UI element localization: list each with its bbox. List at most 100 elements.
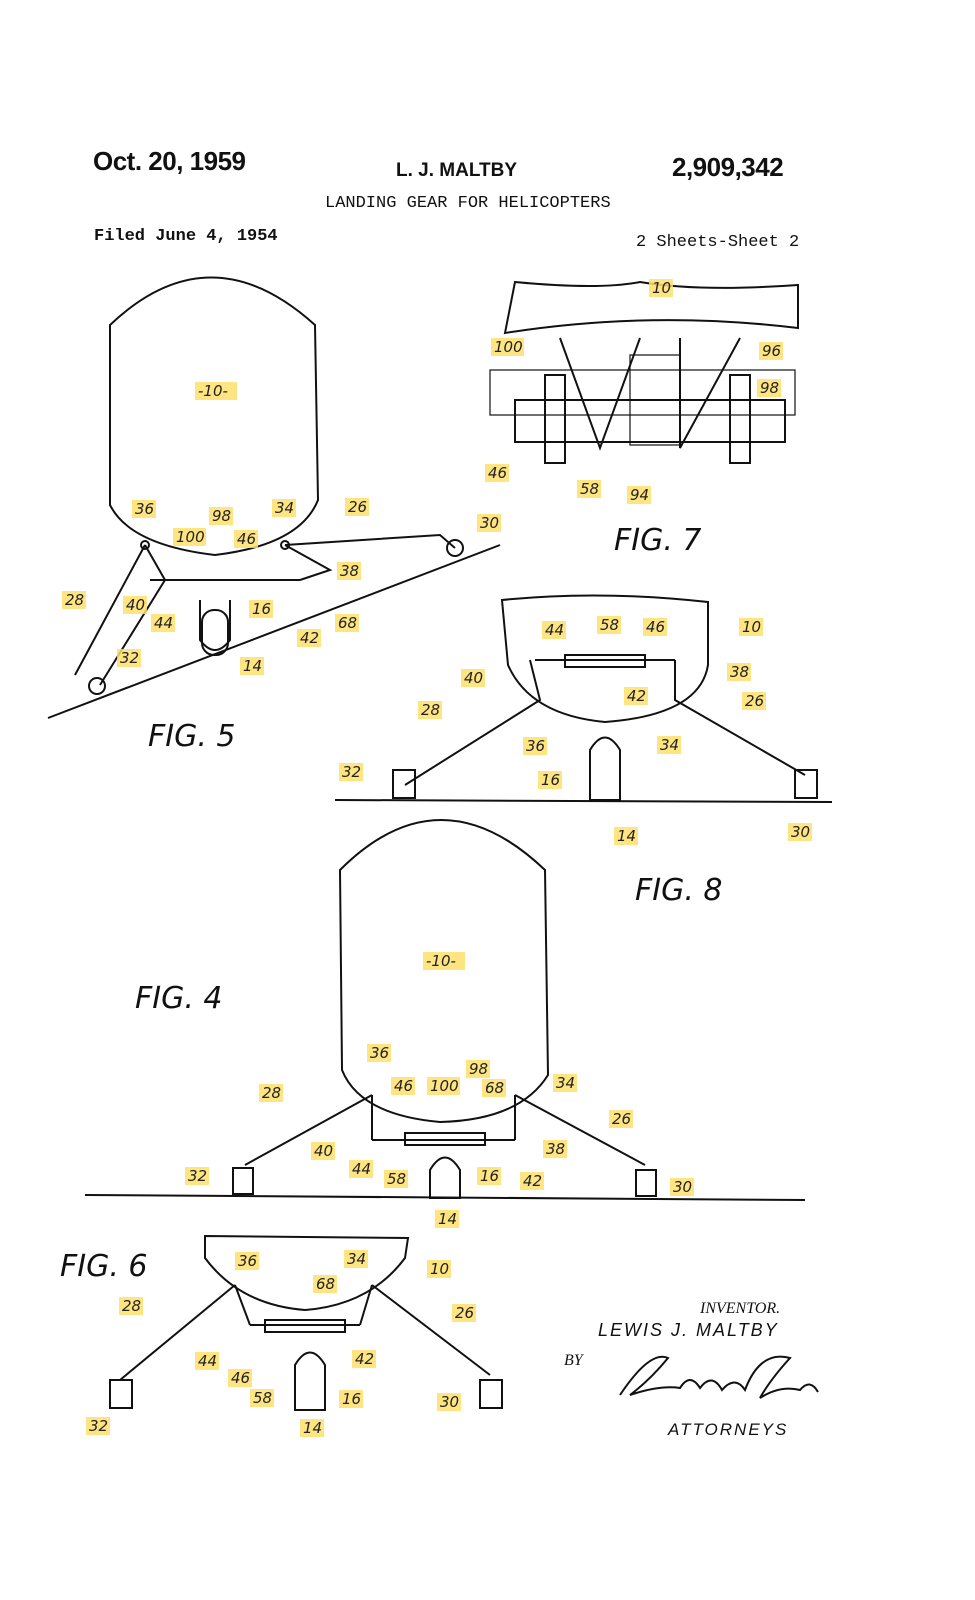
- label-highlight: [452, 1304, 476, 1322]
- label-highlight: [657, 736, 681, 754]
- label-highlight: [86, 1417, 110, 1435]
- reference-numeral-fig7: 94: [630, 486, 649, 504]
- label-highlight: [337, 562, 361, 580]
- reference-numeral-fig5: 40: [126, 596, 145, 614]
- reference-numeral-fig6: 30: [440, 1393, 459, 1411]
- fig8-caption: FIG. 8: [635, 873, 723, 908]
- reference-numeral-fig8: 58: [600, 616, 619, 634]
- label-highlight: [727, 663, 751, 681]
- label-highlight: [435, 1210, 459, 1228]
- reference-numeral-fig8: 42: [627, 687, 646, 705]
- label-highlight: [577, 480, 601, 498]
- reference-numeral-fig4: 42: [523, 1172, 542, 1190]
- figure-7: [489, 280, 799, 464]
- reference-numeral-fig4: 16: [480, 1167, 499, 1185]
- reference-numeral-fig6: 26: [455, 1304, 474, 1322]
- reference-numeral-fig8: 38: [730, 663, 749, 681]
- reference-numeral-fig5: 68: [338, 614, 357, 632]
- reference-numeral-fig4: 36: [370, 1044, 389, 1062]
- reference-numeral-fig5: 34: [275, 499, 294, 517]
- label-highlight: [614, 827, 638, 845]
- reference-numeral-fig8: 46: [646, 618, 665, 636]
- label-highlight: [643, 618, 667, 636]
- reference-numeral-fig4: 68: [485, 1079, 504, 1097]
- reference-numeral-fig4: 14: [438, 1210, 457, 1228]
- label-highlight: [466, 1060, 490, 1078]
- fig4-caption: FIG. 4: [135, 981, 223, 1016]
- label-highlight: [250, 1389, 274, 1407]
- reference-numeral-fig5: 36: [135, 500, 154, 518]
- reference-numeral-fig5: 14: [243, 657, 262, 675]
- label-highlight: [485, 464, 509, 482]
- reference-numeral-fig5: 98: [212, 507, 231, 525]
- reference-numeral-fig6: 58: [253, 1389, 272, 1407]
- label-highlight: [339, 763, 363, 781]
- reference-numeral-fig4: 100: [430, 1077, 459, 1095]
- label-highlight: [477, 1167, 501, 1185]
- label-highlight: [195, 382, 237, 400]
- label-highlight: [477, 514, 501, 532]
- figure-8: [334, 594, 833, 803]
- fig5-caption: FIG. 5: [148, 719, 236, 754]
- label-highlight: [209, 507, 233, 525]
- reference-numeral-fig4: 30: [673, 1178, 692, 1196]
- label-highlight: [739, 618, 763, 636]
- label-highlight: [297, 629, 321, 647]
- label-highlight: [335, 614, 359, 632]
- reference-numeral-fig4: 26: [612, 1110, 631, 1128]
- label-highlight: [427, 1077, 460, 1095]
- reference-numeral-fig7: 58: [580, 480, 599, 498]
- sheet-count: 2 Sheets-Sheet 2: [636, 233, 800, 252]
- reference-numeral-fig8: 44: [545, 621, 564, 639]
- reference-numeral-fig4: 40: [314, 1142, 333, 1160]
- reference-numeral-fig6: 28: [122, 1297, 141, 1315]
- label-highlight: [339, 1390, 363, 1408]
- label-highlight: [151, 614, 175, 632]
- reference-numeral-fig5: -10-: [198, 382, 228, 400]
- label-highlight: [259, 1084, 283, 1102]
- label-highlight: [132, 500, 156, 518]
- reference-numeral-fig6: 36: [238, 1252, 257, 1270]
- label-highlight: [757, 379, 781, 397]
- reference-numeral-fig8: 36: [526, 737, 545, 755]
- label-highlight: [123, 596, 147, 614]
- reference-numeral-fig5: 26: [348, 498, 367, 516]
- reference-numeral-fig4: 34: [556, 1074, 575, 1092]
- reference-numeral-fig8: 16: [541, 771, 560, 789]
- figure-5: [47, 276, 501, 719]
- label-highlight: [520, 1172, 544, 1190]
- reference-numeral-fig6: 16: [342, 1390, 361, 1408]
- reference-numeral-fig6: 32: [89, 1417, 108, 1435]
- label-highlight: [461, 669, 485, 687]
- label-highlight: [670, 1178, 694, 1196]
- reference-numeral-fig8: 34: [660, 736, 679, 754]
- label-highlight: [228, 1369, 252, 1387]
- label-highlight: [759, 342, 783, 360]
- label-highlight: [491, 338, 524, 356]
- reference-numeral-fig5: 32: [120, 649, 139, 667]
- label-highlight: [62, 591, 86, 609]
- reference-numeral-fig4: 58: [387, 1170, 406, 1188]
- reference-numeral-fig8: 32: [342, 763, 361, 781]
- reference-numeral-fig8: 26: [745, 692, 764, 710]
- reference-numeral-fig4: 32: [188, 1167, 207, 1185]
- figure-4: [84, 819, 806, 1201]
- reference-numeral-fig7: 46: [488, 464, 507, 482]
- label-highlight: [391, 1077, 415, 1095]
- label-highlight: [249, 600, 273, 618]
- label-highlight: [352, 1350, 376, 1368]
- label-highlight: [523, 737, 547, 755]
- reference-numeral-fig8: 28: [421, 701, 440, 719]
- reference-numeral-fig5: 28: [65, 591, 84, 609]
- label-highlight: [367, 1044, 391, 1062]
- reference-numeral-fig7: 100: [494, 338, 523, 356]
- reference-numeral-fig5: 38: [340, 562, 359, 580]
- by-label: BY: [564, 1352, 583, 1369]
- reference-numeral-fig4: 98: [469, 1060, 488, 1078]
- label-highlight: [542, 621, 566, 639]
- label-highlight: [482, 1079, 506, 1097]
- reference-numeral-fig5: 16: [252, 600, 271, 618]
- reference-numeral-fig7: 96: [762, 342, 781, 360]
- label-highlight: [742, 692, 766, 710]
